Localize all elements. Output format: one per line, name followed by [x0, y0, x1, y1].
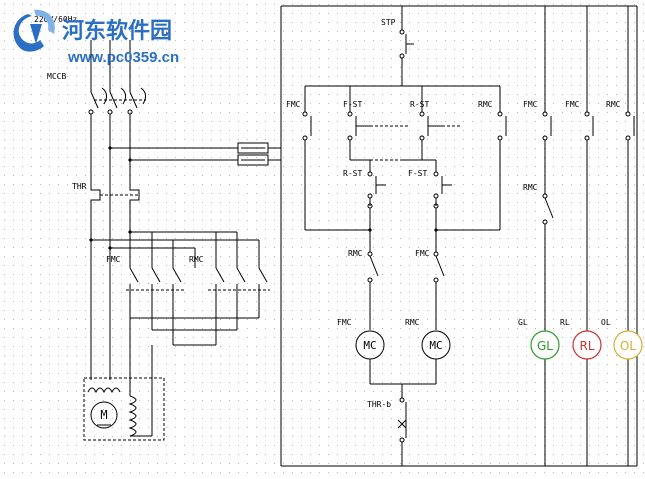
lamp-rl-text: RL [579, 339, 594, 353]
watermark-url: www.pc0359.cn [67, 49, 179, 66]
aux-rmc-2-label: RMC [523, 183, 538, 192]
lamp-gl-text: GL [537, 339, 553, 353]
rmc-coil-label: RMC [405, 318, 420, 327]
thr-label: THR [72, 182, 87, 191]
aux-branch-fmc [542, 6, 554, 466]
f-st-b-contact [433, 160, 452, 206]
fmc-coil-label: FMC [337, 318, 352, 327]
rmc-power-label: RMC [189, 255, 204, 264]
aux-rmc-1-label: RMC [606, 100, 621, 109]
rmc-interlock-contact [367, 230, 379, 330]
fmc-hold-contact [302, 86, 312, 230]
motor-symbol: M [90, 401, 118, 429]
aux-fmc-1-label: FMC [523, 100, 538, 109]
power-circuit: M 220V/60Hz MCCB THR FMC RMC [34, 15, 281, 441]
rmc-coil-text: MC [429, 339, 442, 352]
mccb-breaker [88, 87, 147, 115]
lamp-ol-text: OL [620, 339, 636, 353]
thermal-relay-thr [90, 182, 140, 212]
watermark: 河东软件园 www.pc0359.cn [13, 9, 179, 66]
watermark-title: 河东软件园 [62, 18, 172, 44]
aux-branch-fmc-2 [584, 6, 594, 466]
fmc-interlock-contact [433, 230, 445, 330]
r-st-label: R-ST [410, 100, 429, 109]
aux-branch-fmc-3 [625, 6, 635, 466]
r-st-b-contact [367, 160, 386, 206]
supply-label: 220V/60Hz [34, 15, 78, 24]
watermark-logo-icon [13, 9, 55, 52]
lamp-gl: GL [530, 330, 560, 360]
thr-b-label: THR-b [367, 400, 391, 409]
stator-winding [87, 387, 121, 394]
f-st-button [347, 86, 370, 160]
r-st-b-label: R-ST [343, 169, 362, 178]
thr-b-contact [397, 397, 407, 466]
ol-label: OL [601, 318, 611, 327]
r-st-button [419, 86, 442, 160]
fmc-power-label: FMC [106, 255, 121, 264]
fmc-coil-text: MC [363, 339, 376, 352]
rmc-hold-label: RMC [478, 100, 493, 109]
lamp-ol: OL [613, 330, 643, 360]
control-circuit: MC MC [280, 5, 643, 467]
f-st-label: F-ST [343, 100, 362, 109]
fmc-interlock-label: FMC [415, 249, 430, 258]
stop-button-stp [399, 6, 414, 86]
stp-label: STP [381, 18, 396, 27]
motor-enclosure [83, 377, 165, 441]
rmc-interlock-label: RMC [348, 249, 363, 258]
fmc-main-contacts [126, 267, 184, 291]
f-st-b-label: F-ST [408, 169, 427, 178]
fmc-hold-label: FMC [286, 100, 301, 109]
mccb-label: MCCB [47, 72, 66, 81]
rl-label: RL [560, 318, 570, 327]
rmc-main-contacts [208, 267, 270, 291]
motor-label: M [100, 408, 107, 422]
lamp-rl: RL [572, 330, 602, 360]
gl-label: GL [518, 318, 528, 327]
aux-fmc-2-label: FMC [565, 100, 580, 109]
rmc-hold-contact [497, 86, 507, 230]
